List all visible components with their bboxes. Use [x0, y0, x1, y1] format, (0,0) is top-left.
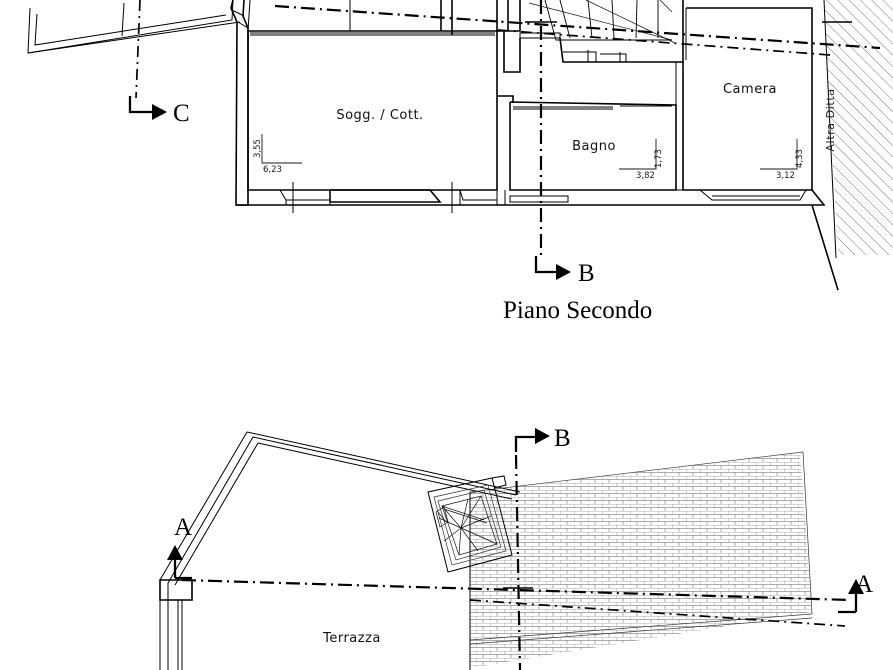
room-label-terrazza: Terrazza: [322, 631, 381, 646]
section-axis-a-upper-2: [497, 29, 831, 56]
annotation-altra-ditta: Altra Ditta: [824, 88, 837, 151]
section-marker-b-lower: B: [514, 425, 571, 452]
section-axis-c: [135, 0, 141, 99]
section-marker-label: C: [173, 100, 190, 127]
section-axis-a-upper: [274, 4, 881, 50]
room-label-soggiorno: Sogg. / Cott.: [336, 108, 423, 123]
upper-central-walls: [247, 0, 498, 35]
section-marker-label: B: [554, 425, 571, 452]
neighbor-hatch-area: [824, 0, 893, 255]
upper-section-axes: [135, 0, 881, 255]
lower-section-axes: [181, 454, 851, 670]
dimension-camera: 4,33 3,12: [760, 139, 805, 181]
section-marker-a-left: A: [167, 514, 192, 580]
dimension-value: 1,73: [654, 149, 664, 168]
room-label-camera: Camera: [723, 82, 777, 97]
section-marker-c: C: [128, 96, 190, 127]
dimension-value: 4,33: [795, 149, 805, 168]
dimension-value: 3,12: [776, 171, 795, 181]
upper-stair-block: [497, 0, 684, 105]
roof-ridge-line: [469, 613, 813, 641]
section-marker-label: B: [578, 260, 595, 287]
lower-floor-plan: B A A Terrazza: [159, 425, 873, 670]
roof-outline: [469, 451, 813, 615]
upper-floor-plan: 3,55 6,23 1,73 3,82 4,33 3,12 Sogg. / Co…: [27, 0, 893, 324]
dimension-value: 3,55: [253, 139, 263, 158]
floor-title-upper: Piano Secondo: [503, 297, 652, 324]
dimension-bagno: 1,73 3,82: [619, 139, 664, 181]
neighbor-boundary-line: [823, 0, 837, 259]
upper-left-wall: [230, 0, 249, 206]
dimension-soggiorno: 3,55 6,23: [253, 134, 302, 175]
section-marker-a-right: A: [838, 571, 873, 614]
section-axis-b-lower: [514, 454, 522, 670]
section-marker-label: A: [174, 514, 192, 541]
room-label-bagno: Bagno: [572, 139, 616, 154]
section-axis-a-lower-2: [469, 599, 846, 627]
upper-bottom-wall: [236, 189, 839, 291]
upper-window-ticks: [292, 182, 453, 213]
lower-spiral-stair: [427, 475, 513, 573]
section-axis-a-lower: [181, 578, 851, 602]
upper-left-balcony: [27, 0, 241, 54]
section-marker-b-upper: B: [534, 256, 595, 287]
dimension-value: 6,23: [263, 165, 282, 175]
section-marker-label: A: [855, 571, 873, 598]
roof-ridge-line-2: [469, 617, 813, 645]
roof-hatch-area: [470, 453, 812, 668]
dimension-value: 3,82: [636, 171, 655, 181]
